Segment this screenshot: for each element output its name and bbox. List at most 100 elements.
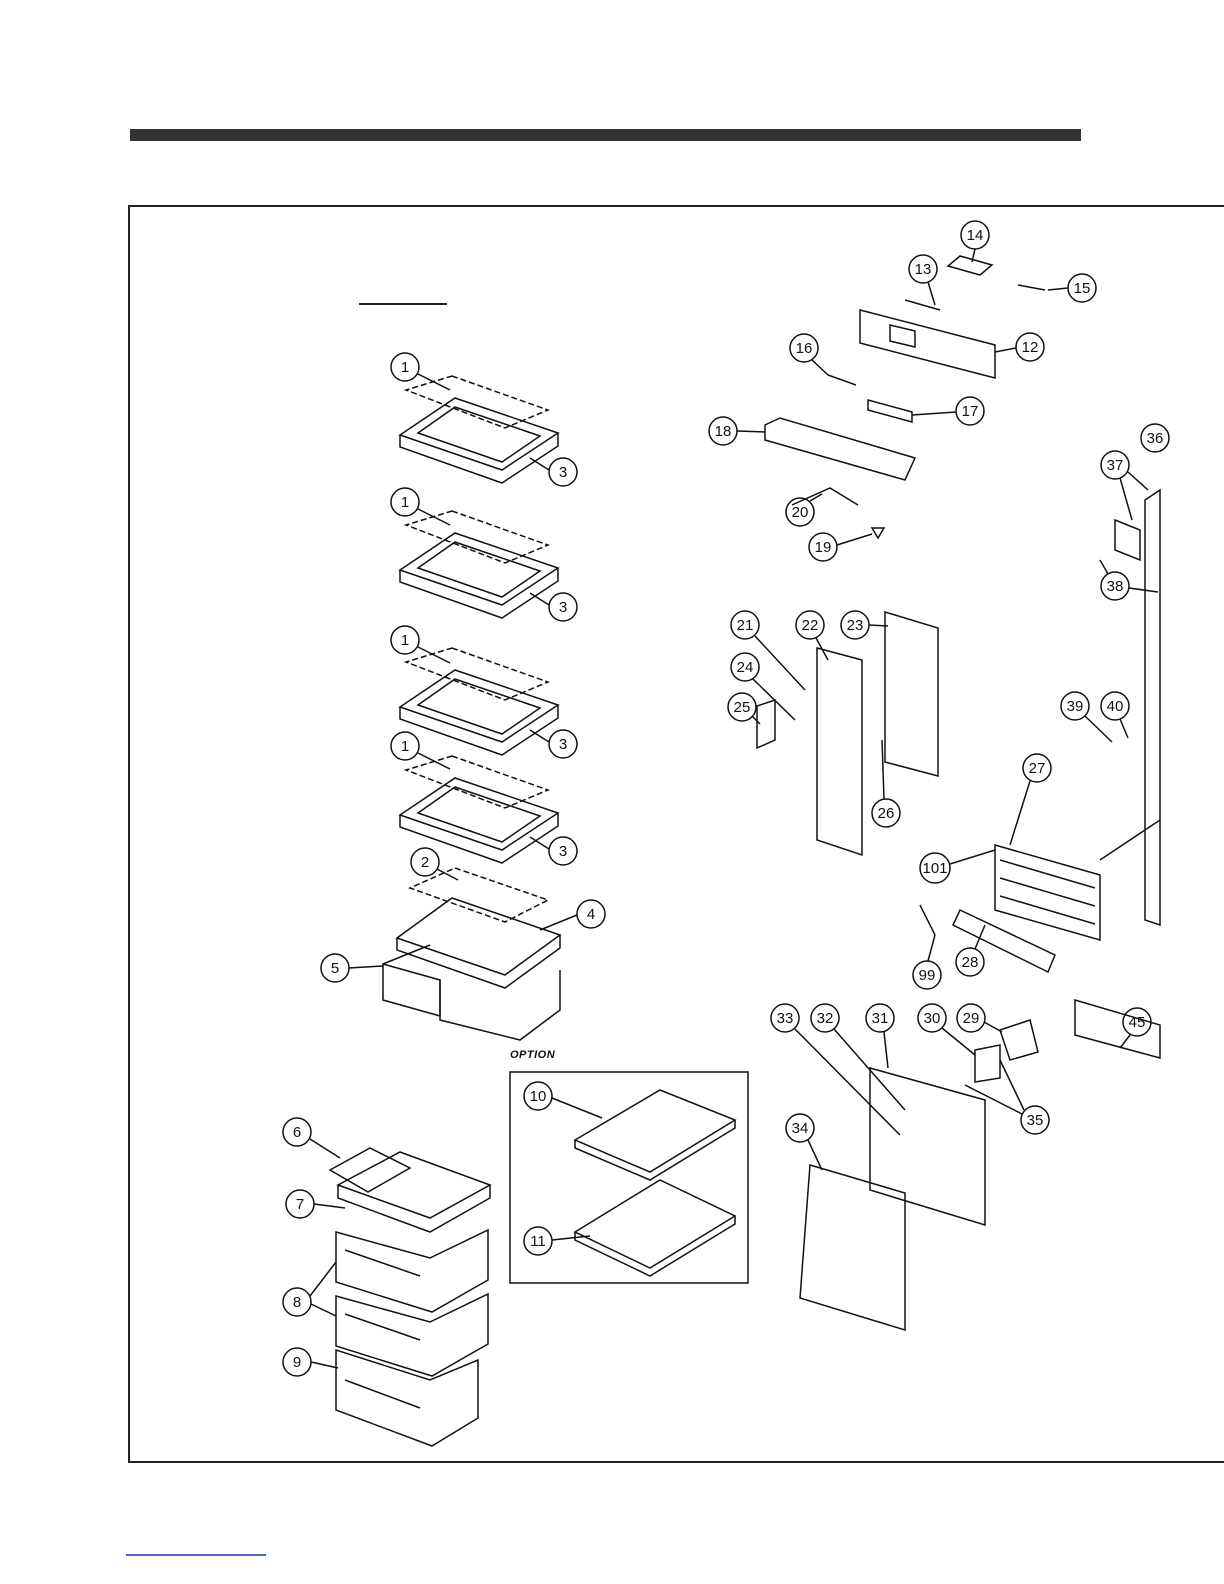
svg-text:29: 29 [963,1010,980,1027]
svg-text:6: 6 [293,1124,301,1141]
crisper-assembly [383,868,560,1040]
svg-text:17: 17 [962,403,979,420]
svg-text:23: 23 [847,617,864,634]
svg-text:38: 38 [1107,578,1124,595]
callout-34: 34 [786,1114,822,1170]
callout-37: 37 [1101,451,1148,520]
shelf [400,376,558,483]
svg-text:2: 2 [421,854,429,871]
svg-text:16: 16 [796,340,813,357]
svg-text:30: 30 [924,1010,941,1027]
callout-4: 4 [540,900,605,930]
callout-3: 3 [530,593,577,621]
callout-18: 18 [709,417,765,445]
callout-3: 3 [530,458,577,486]
svg-text:32: 32 [817,1010,834,1027]
callout-19: 19 [809,533,872,561]
svg-text:26: 26 [878,805,895,822]
svg-text:13: 13 [915,261,932,278]
callout-25: 25 [728,693,760,724]
svg-text:3: 3 [559,736,567,753]
callout-101: 101 [920,850,995,883]
drawer-group [330,1148,490,1446]
svg-text:3: 3 [559,843,567,860]
callout-26: 26 [872,740,900,827]
callout-36: 36 [1141,424,1169,452]
callout-1: 1 [391,488,450,525]
svg-text:3: 3 [559,464,567,481]
svg-text:18: 18 [715,423,732,440]
callout-14: 14 [961,221,989,262]
svg-text:28: 28 [962,954,979,971]
svg-text:8: 8 [293,1294,301,1311]
svg-text:21: 21 [737,617,754,634]
callout-13: 13 [909,255,937,305]
callout-28: 28 [956,925,985,976]
svg-text:35: 35 [1027,1112,1044,1129]
shelf [400,648,558,755]
svg-text:99: 99 [919,967,936,984]
shelf [400,511,558,618]
svg-text:7: 7 [296,1196,304,1213]
callout-45: 45 [1120,1008,1151,1048]
callout-40: 40 [1101,692,1129,738]
svg-text:37: 37 [1107,457,1124,474]
callout-12: 12 [995,333,1044,361]
svg-text:25: 25 [734,699,751,716]
callout-22: 22 [796,611,828,660]
svg-text:9: 9 [293,1354,301,1371]
svg-text:15: 15 [1074,280,1091,297]
svg-text:5: 5 [331,960,339,977]
callout-32: 32 [811,1004,905,1110]
svg-text:10: 10 [530,1088,547,1105]
svg-text:24: 24 [737,659,754,676]
callout-21: 21 [731,611,805,690]
callout-23: 23 [841,611,888,639]
svg-text:34: 34 [792,1120,809,1137]
svg-text:4: 4 [587,906,595,923]
callout-39: 39 [1061,692,1112,742]
callout-27: 27 [1010,754,1051,845]
svg-text:45: 45 [1129,1014,1146,1031]
callout-29: 29 [957,1004,1002,1032]
callout-1: 1 [391,353,450,390]
callout-5: 5 [321,954,383,982]
callout-8: 8 [283,1262,336,1316]
callout-3: 3 [530,730,577,758]
callout-99: 99 [913,935,941,989]
svg-text:19: 19 [815,539,832,556]
svg-text:1: 1 [401,494,409,511]
callout-1: 1 [391,626,450,663]
callout-3: 3 [530,837,577,865]
svg-text:3: 3 [559,599,567,616]
callout-9: 9 [283,1348,338,1376]
callout-17: 17 [912,397,984,425]
callout-38: 38 [1100,560,1158,600]
callout-11: 11 [524,1227,590,1255]
svg-text:31: 31 [872,1010,889,1027]
callout-20: 20 [786,494,822,526]
svg-text:1: 1 [401,738,409,755]
svg-text:33: 33 [777,1010,794,1027]
svg-text:11: 11 [530,1233,546,1250]
callout-7: 7 [286,1190,345,1218]
svg-text:39: 39 [1067,698,1084,715]
svg-text:101: 101 [922,860,947,877]
svg-text:40: 40 [1107,698,1124,715]
svg-text:12: 12 [1022,339,1039,356]
callout-35: 35 [965,1060,1049,1134]
callout-6: 6 [283,1118,340,1158]
shelf [400,756,558,863]
svg-text:27: 27 [1029,760,1046,777]
callout-10: 10 [524,1082,602,1118]
callout-1: 1 [391,732,450,769]
callout-31: 31 [866,1004,894,1068]
svg-text:14: 14 [967,227,984,244]
svg-text:20: 20 [792,504,809,521]
svg-text:1: 1 [401,632,409,649]
callout-2: 2 [411,848,458,880]
svg-text:36: 36 [1147,430,1164,447]
shelf-group [383,376,560,1040]
svg-text:22: 22 [802,617,819,634]
